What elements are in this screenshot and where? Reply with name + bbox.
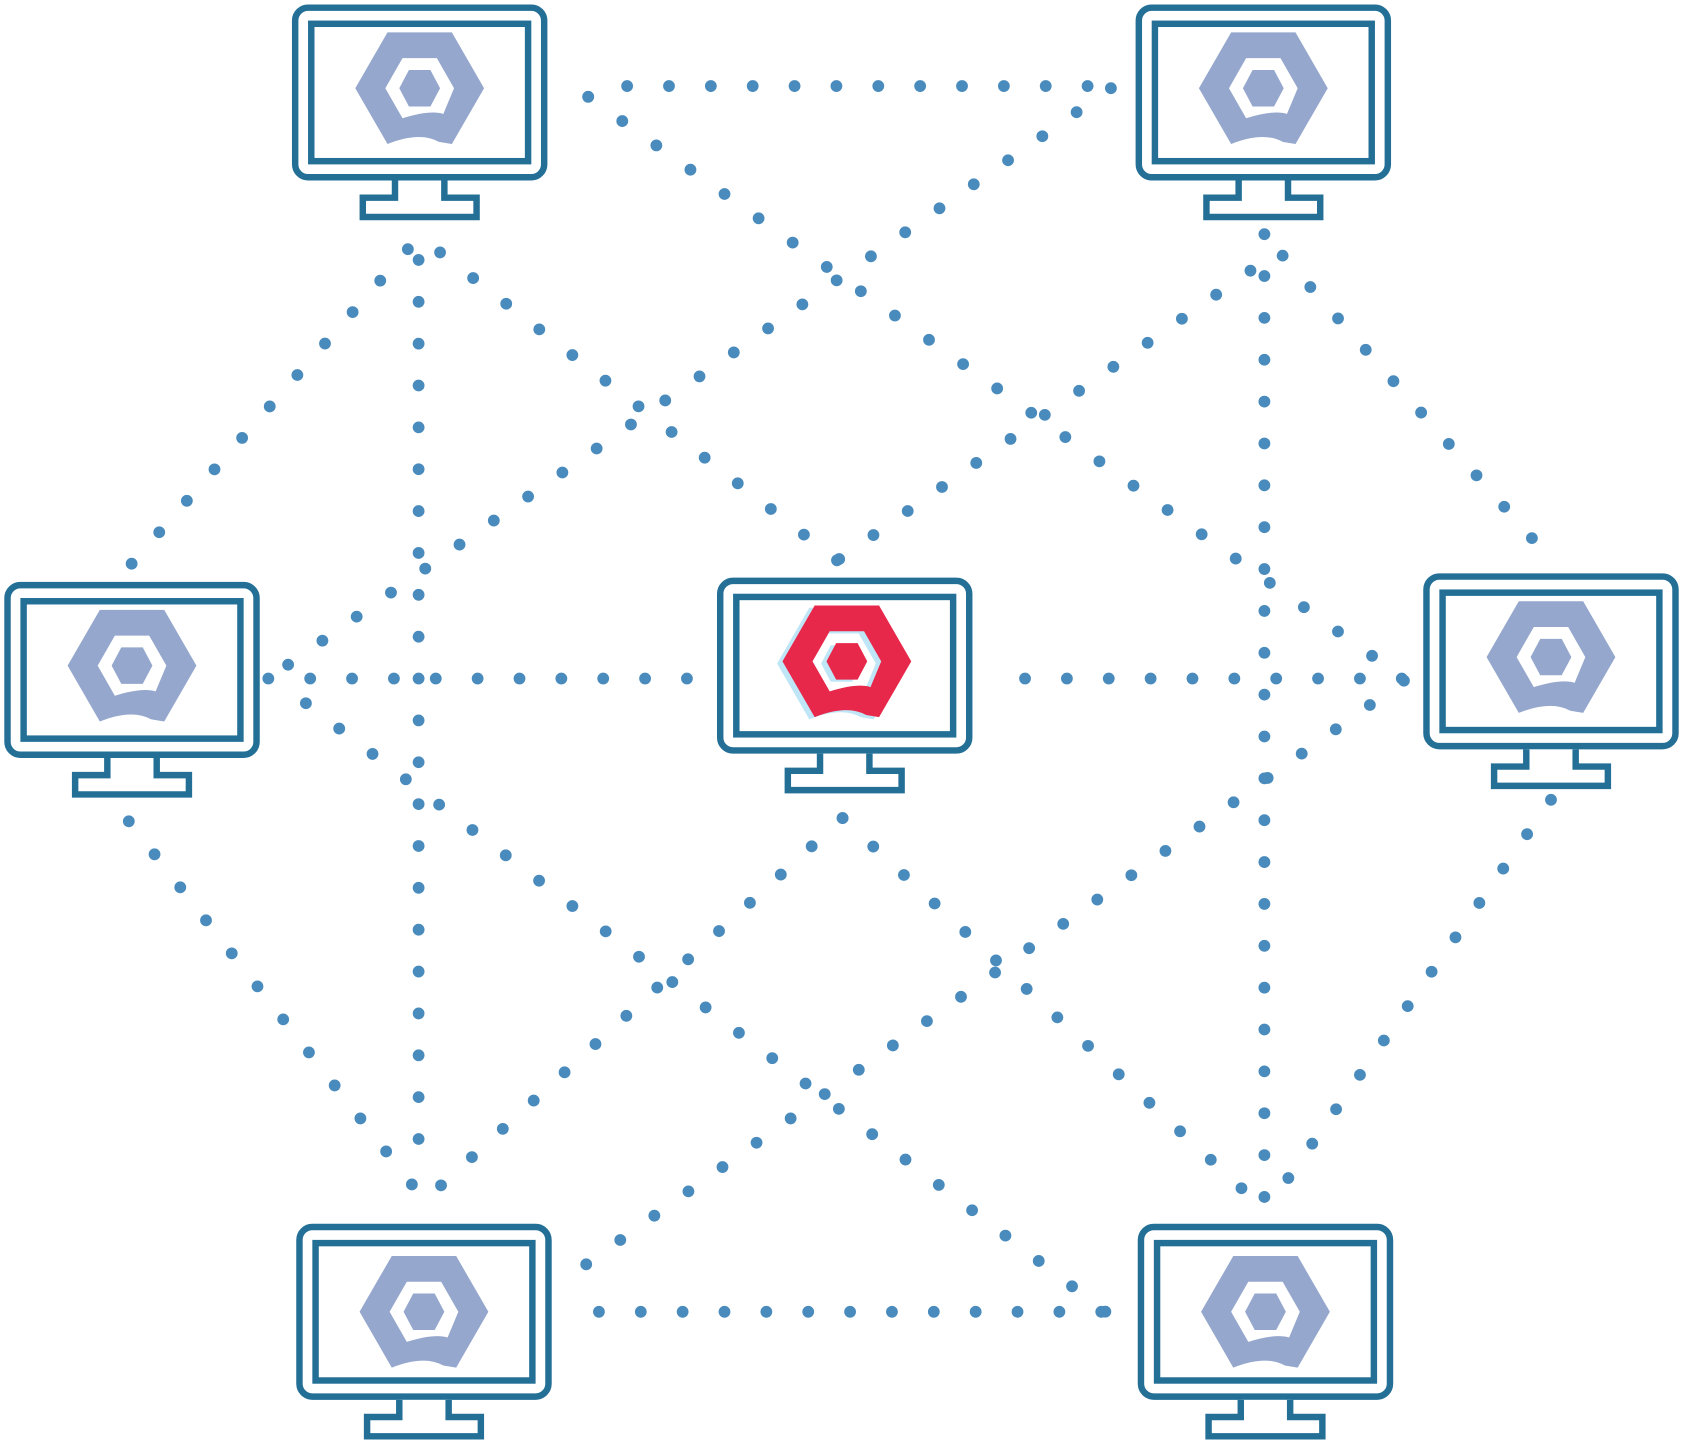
monitor-center	[720, 581, 969, 790]
link-top-left-middle-left	[122, 243, 414, 573]
link-top-left-middle-right	[582, 90, 1410, 685]
link-top-right-center	[831, 264, 1257, 567]
link-middle-left-bottom-right	[299, 697, 1112, 1318]
links	[122, 80, 1557, 1318]
monitor-middle-right	[1426, 577, 1675, 786]
link-center-bottom-right	[836, 812, 1251, 1198]
link-top-right-middle-right	[1276, 249, 1547, 554]
monitor-top-left	[295, 8, 544, 217]
link-center-bottom-left	[434, 812, 849, 1193]
link-middle-right-bottom-left	[546, 674, 1410, 1295]
link-middle-right-bottom-right	[1276, 793, 1557, 1193]
monitor-bottom-right	[1141, 1227, 1390, 1436]
link-middle-left-bottom-left	[122, 815, 420, 1193]
monitor-top-right	[1139, 8, 1388, 217]
link-top-left-top-right	[582, 80, 1121, 103]
monitor-bottom-left	[299, 1227, 548, 1436]
link-top-right-middle-left	[262, 82, 1117, 685]
monitor-middle-left	[8, 585, 257, 794]
link-top-left-center	[434, 246, 844, 567]
